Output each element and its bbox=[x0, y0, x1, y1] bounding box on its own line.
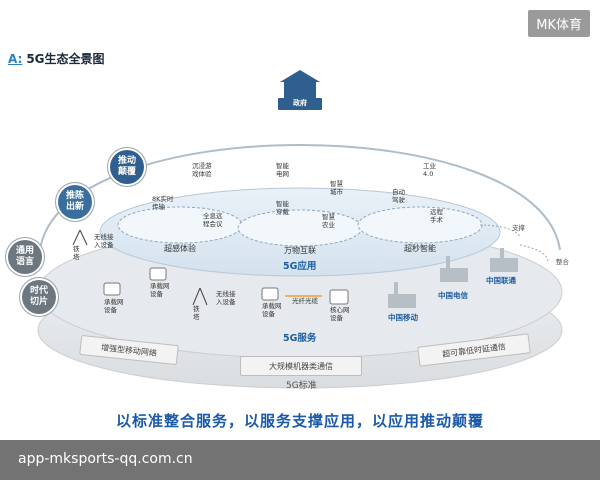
svc-railway2: 铁 塔 bbox=[193, 305, 200, 321]
bubble-innovate: 推陈 出新 bbox=[58, 185, 92, 219]
support-label: 支撑 bbox=[512, 224, 525, 232]
svc-carrier-eq2: 承载网 设备 bbox=[150, 282, 170, 298]
bubble-push: 推动 颠覆 bbox=[110, 150, 144, 184]
factory-icon-telecom bbox=[440, 256, 468, 282]
group-ring-1 bbox=[117, 206, 243, 244]
carrier-mobile: 中国移动 bbox=[388, 313, 418, 322]
footer-bar: app-mksports-qq.com.cn bbox=[0, 440, 600, 480]
support-arrow bbox=[479, 224, 521, 239]
app-grid: 智能 电网 bbox=[276, 162, 289, 178]
group-label-1: 超感体验 bbox=[164, 244, 196, 253]
carrier-telecom: 中国电信 bbox=[438, 291, 468, 300]
title-text: 5G生态全景图 bbox=[26, 52, 105, 66]
footer-url: app-mksports-qq.com.cn bbox=[18, 451, 193, 467]
layer-service-label: 5G服务 bbox=[283, 333, 317, 344]
app-immersive: 沉浸游 戏体验 bbox=[192, 162, 212, 178]
layer-app-label: 5G应用 bbox=[283, 261, 317, 272]
bubble-general: 通用 语言 bbox=[8, 240, 42, 274]
core-box bbox=[329, 289, 349, 305]
government-label: 政府 bbox=[293, 99, 307, 107]
app-driving: 自动 驾驶 bbox=[392, 188, 405, 204]
app-surgery: 远程 手术 bbox=[430, 208, 443, 224]
group-ring-2 bbox=[237, 209, 363, 247]
svc-railway1: 铁 塔 bbox=[73, 245, 80, 261]
integrate-label: 整合 bbox=[556, 258, 569, 266]
svc-access2: 无线接 入设备 bbox=[216, 290, 236, 306]
carrier-box-1 bbox=[103, 282, 121, 296]
title-letter: A: bbox=[8, 52, 23, 66]
app-wearable: 智能 穿戴 bbox=[276, 200, 289, 216]
svc-core: 核心网 设备 bbox=[330, 306, 350, 322]
svc-carrier-eq3: 承载网 设备 bbox=[262, 302, 282, 318]
factory-icon-mobile bbox=[388, 282, 416, 308]
app-city: 智慧 城市 bbox=[330, 180, 343, 196]
svc-access1: 无线接 入设备 bbox=[94, 233, 114, 249]
factory-icon-unicom bbox=[490, 248, 518, 272]
app-video8k: 8K实时 传输 bbox=[152, 195, 174, 211]
page-title: A:5G生态全景图 bbox=[8, 50, 105, 67]
tower-icon-1 bbox=[72, 229, 88, 246]
government-icon bbox=[278, 70, 322, 110]
watermark: MK体育 bbox=[528, 10, 590, 37]
tower-icon-2 bbox=[192, 287, 208, 306]
carrier-box-3 bbox=[261, 287, 279, 301]
standard-mmtc: 大规模机器类通信 bbox=[240, 356, 362, 376]
app-industry: 工业 4.0 bbox=[423, 162, 436, 178]
group-label-2: 万物互联 bbox=[284, 246, 316, 255]
bubble-era: 时代 切片 bbox=[22, 280, 56, 314]
app-conference: 全息远 程会议 bbox=[203, 212, 223, 228]
tagline: 以标准整合服务，以服务支撑应用，以应用推动颠覆 bbox=[115, 412, 484, 430]
carrier-unicom: 中国联通 bbox=[486, 276, 516, 285]
layer-standard-label: 5G标准 bbox=[286, 381, 317, 391]
integrate-arrow bbox=[519, 244, 549, 263]
app-agri: 智慧 农业 bbox=[322, 213, 335, 229]
group-ring-3 bbox=[357, 206, 483, 244]
svc-fiber: 光纤光缆 bbox=[292, 297, 318, 305]
carrier-box-2 bbox=[149, 267, 167, 281]
group-label-3: 超秒智能 bbox=[404, 244, 436, 253]
svc-carrier-eq1: 承载网 设备 bbox=[104, 298, 124, 314]
